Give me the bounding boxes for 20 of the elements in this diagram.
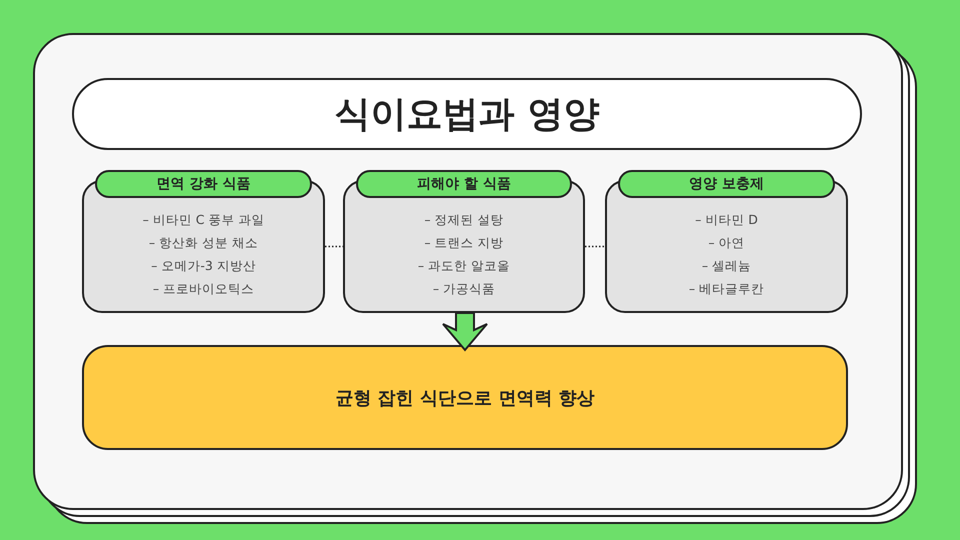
- result-box: 균형 잡힌 식단으로 면역력 향상: [82, 345, 848, 450]
- list-item: – 비타민 D: [694, 212, 759, 229]
- block-arrow: [442, 312, 488, 352]
- card-heading: 영양 보충제: [618, 170, 835, 198]
- list-item: – 항산화 성분 채소: [148, 235, 260, 252]
- list-item: – 과도한 알코올: [416, 258, 512, 275]
- card-heading: 피해야 할 식품: [356, 170, 572, 198]
- title-banner: 식이요법과 영양: [72, 78, 862, 150]
- list-item: – 정제된 설탕: [423, 212, 505, 229]
- list-item: – 가공식품: [432, 281, 496, 298]
- list-item: – 프로바이오틱스: [152, 281, 256, 298]
- list-item: – 셀레늄: [700, 258, 752, 275]
- dotted-connector: [585, 246, 605, 248]
- list-item: – 비타민 C 풍부 과일: [142, 212, 266, 229]
- dotted-connector: [325, 246, 343, 248]
- list-item: – 아연: [707, 235, 746, 252]
- list-item: – 베타글루칸: [688, 281, 766, 298]
- card-heading: 면역 강화 식품: [95, 170, 312, 198]
- list-item: – 오메가-3 지방산: [150, 258, 257, 275]
- list-item: – 트랜스 지방: [423, 235, 505, 252]
